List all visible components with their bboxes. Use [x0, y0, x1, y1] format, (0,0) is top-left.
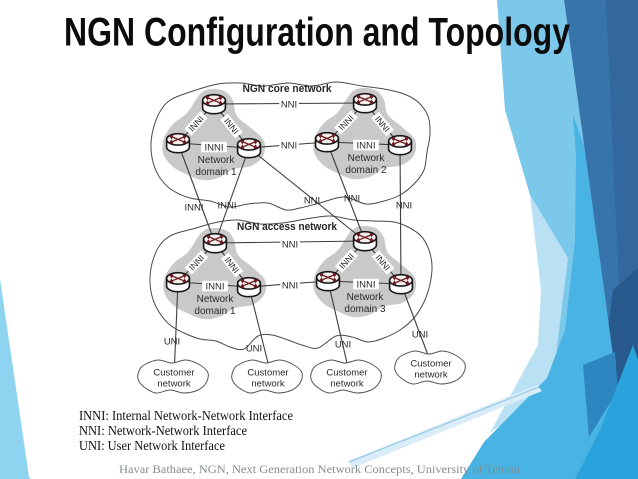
- svg-text:NGN access network: NGN access network: [237, 221, 338, 233]
- svg-text:INNI: INNI: [357, 140, 376, 151]
- svg-text:Customer: Customer: [326, 368, 367, 379]
- svg-text:INNI: INNI: [218, 200, 237, 211]
- svg-text:domain 3: domain 3: [344, 304, 386, 315]
- svg-text:UNI: UNI: [164, 336, 180, 347]
- svg-text:Network: Network: [347, 292, 385, 303]
- svg-text:Network: Network: [197, 294, 235, 305]
- svg-text:UNI: UNI: [412, 329, 428, 340]
- svg-text:domain 1: domain 1: [194, 306, 236, 317]
- svg-text:INNI: Internal Network-Network: INNI: Internal Network-Network Interface: [79, 409, 293, 424]
- svg-text:Customer: Customer: [410, 359, 451, 370]
- svg-text:UNI: UNI: [246, 343, 262, 354]
- svg-text:NNI: Network-Network Interface: NNI: Network-Network Interface: [79, 424, 247, 439]
- svg-text:Network: Network: [348, 153, 386, 164]
- svg-text:NNI: NNI: [396, 200, 412, 211]
- svg-text:INNI: INNI: [205, 142, 224, 153]
- svg-text:Havar Bathaee, NGN, Next Gener: Havar Bathaee, NGN, Next Generation Netw…: [119, 462, 520, 476]
- svg-text:NNI: NNI: [281, 140, 297, 151]
- svg-text:INNI: INNI: [206, 281, 225, 292]
- svg-text:Customer: Customer: [153, 368, 194, 379]
- svg-text:UNI: UNI: [335, 339, 351, 350]
- svg-text:NNI: NNI: [344, 193, 360, 204]
- svg-text:NNI: NNI: [304, 195, 320, 206]
- svg-text:Customer: Customer: [247, 368, 288, 379]
- svg-text:NNI: NNI: [282, 280, 298, 291]
- svg-text:network: network: [157, 379, 191, 390]
- svg-text:network: network: [330, 379, 364, 390]
- svg-text:INNI: INNI: [185, 202, 204, 213]
- svg-text:NGN Configuration and Topology: NGN Configuration and Topology: [64, 11, 570, 55]
- svg-text:UNI: User Network Interface: UNI: User Network Interface: [79, 439, 225, 454]
- svg-text:NNI: NNI: [282, 239, 298, 250]
- svg-text:Network: Network: [198, 155, 236, 166]
- svg-text:NNI: NNI: [281, 99, 297, 110]
- svg-text:domain 1: domain 1: [195, 167, 237, 178]
- svg-text:domain 2: domain 2: [345, 165, 387, 176]
- svg-text:network: network: [251, 379, 285, 390]
- svg-text:network: network: [414, 370, 448, 381]
- svg-text:NGN core network: NGN core network: [243, 83, 333, 95]
- svg-text:INNI: INNI: [357, 279, 376, 290]
